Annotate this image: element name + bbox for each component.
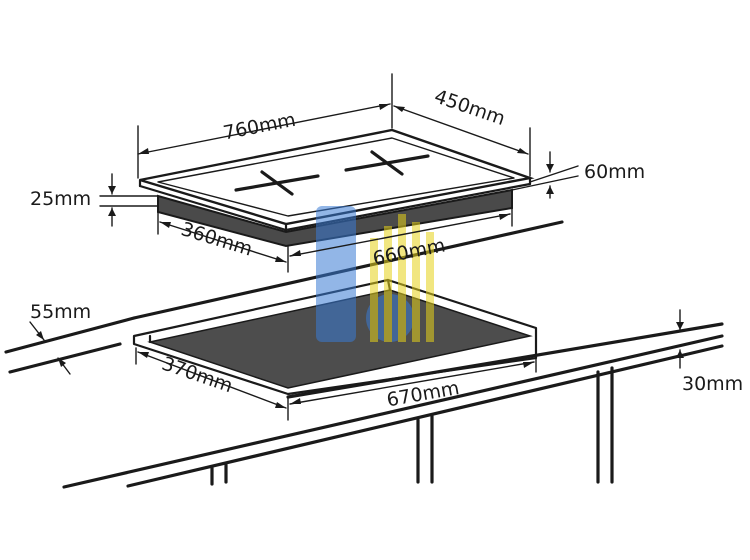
label-hob-thickness: 25mm — [30, 188, 91, 210]
label-hob-width: 760mm — [221, 109, 297, 145]
burner-right-icon — [344, 150, 430, 176]
watermark-logo — [316, 206, 434, 342]
dimension-lines — [29, 73, 684, 421]
label-hob-front-offset: 60mm — [584, 161, 645, 183]
label-rear-clearance: 30mm — [682, 373, 743, 395]
label-body-width: 660mm — [371, 234, 447, 270]
label-counter-thickness: 55mm — [30, 301, 91, 323]
burner-left-icon — [234, 170, 320, 196]
countertop — [4, 220, 724, 489]
